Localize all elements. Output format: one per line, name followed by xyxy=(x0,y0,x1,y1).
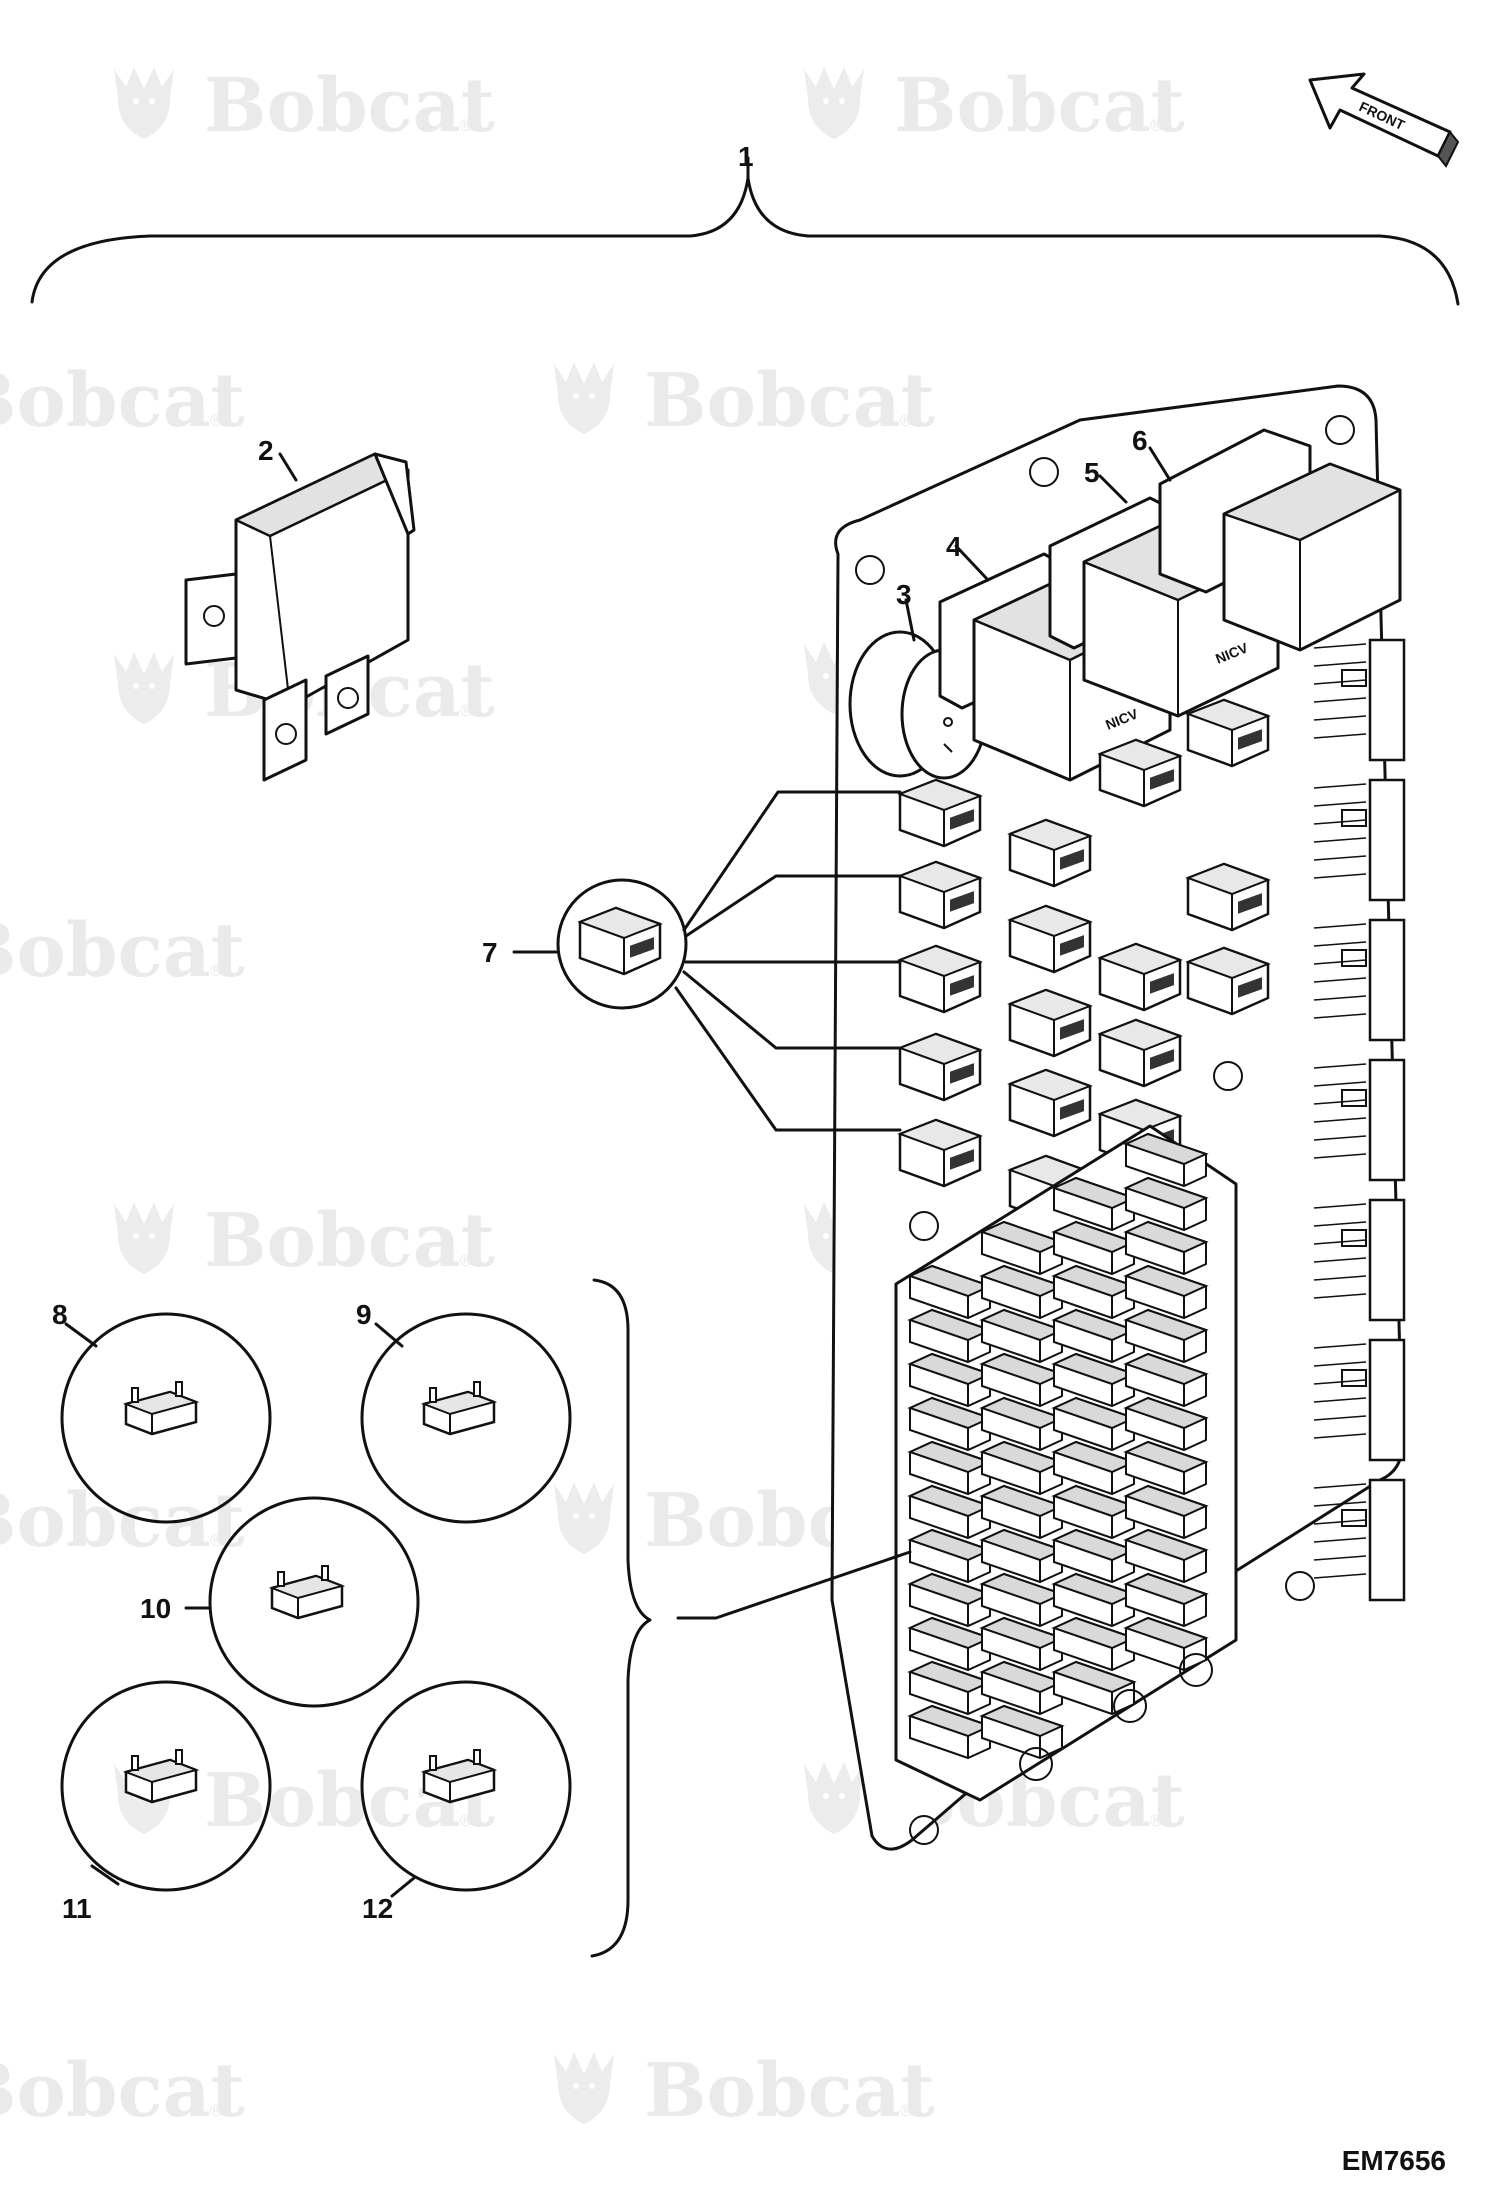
detail-7-mini-relay xyxy=(512,790,902,1132)
watermark-text: Bobcat xyxy=(0,1478,245,1564)
watermark-registered: ® xyxy=(208,1531,224,1550)
watermark-registered: ® xyxy=(458,1811,474,1830)
callout-4: 4 xyxy=(946,531,962,562)
front-arrow-icon: FRONT xyxy=(1308,72,1460,168)
watermark-registered: ® xyxy=(458,116,474,135)
connector-tab xyxy=(1341,809,1367,827)
watermark-bobcat: Bobcat® xyxy=(114,63,495,149)
callout-10: 10 xyxy=(140,1593,171,1624)
detail-9-fuse xyxy=(360,1312,572,1524)
watermark-registered: ® xyxy=(208,411,224,430)
leader-4 xyxy=(954,544,990,582)
detail-10-fuse xyxy=(184,1496,420,1708)
part-6-relay xyxy=(1158,428,1402,652)
watermark-registered: ® xyxy=(208,2101,224,2120)
connector-tab xyxy=(1341,1509,1367,1527)
callout-8: 8 xyxy=(52,1299,68,1330)
watermark-bobcat: Bobcat® xyxy=(0,1478,245,1564)
watermark-bobcat: Bobcat® xyxy=(114,1198,495,1284)
detail-12-fuse xyxy=(360,1680,572,1898)
leader-5 xyxy=(1098,474,1128,504)
watermark-text: Bobcat xyxy=(894,63,1185,149)
connector-block xyxy=(1368,918,1406,1042)
callout-12: 12 xyxy=(362,1893,393,1924)
connector-block xyxy=(1368,1058,1406,1182)
watermark-bobcat: Bobcat® xyxy=(804,63,1185,149)
bracket-item-1 xyxy=(30,176,1460,306)
connector-tab xyxy=(1341,669,1367,687)
watermark-bobcat: Bobcat® xyxy=(554,2048,935,2134)
watermark-registered: ® xyxy=(458,701,474,720)
watermark-bobcat: Bobcat® xyxy=(0,358,245,444)
figure-id: EM7656 xyxy=(1342,2145,1446,2176)
connector-block xyxy=(1368,638,1406,762)
callout-1: 1 xyxy=(738,141,754,172)
leader-2 xyxy=(278,452,298,482)
callout-3: 3 xyxy=(896,579,912,610)
watermark-registered: ® xyxy=(208,961,224,980)
connector-tab xyxy=(1341,1369,1367,1387)
watermark-registered: ® xyxy=(1148,1811,1164,1830)
detail-11-fuse xyxy=(60,1680,272,1892)
watermark-text: Bobcat xyxy=(0,908,245,994)
callout-5: 5 xyxy=(1084,457,1100,488)
watermark-bobcat: Bobcat® xyxy=(0,2048,245,2134)
watermark-registered: ® xyxy=(898,411,914,430)
connector-block xyxy=(1368,1198,1406,1322)
connector-tab xyxy=(1341,949,1367,967)
connector-tab xyxy=(1341,1089,1367,1107)
watermark-text: Bobcat xyxy=(204,1198,495,1284)
leader-fuse-block xyxy=(676,1550,912,1620)
watermark-bobcat: Bobcat® xyxy=(554,358,935,444)
watermark-text: Bobcat xyxy=(0,358,245,444)
watermark-text: Bobcat xyxy=(644,2048,935,2134)
callout-7: 7 xyxy=(482,937,498,968)
watermark-bobcat: Bobcat® xyxy=(0,908,245,994)
part-2-relay xyxy=(184,452,416,782)
watermark-text: Bobcat xyxy=(644,358,935,444)
bracket-fuses xyxy=(590,1278,652,1958)
connector-tab xyxy=(1341,1229,1367,1247)
connector-block xyxy=(1368,778,1406,902)
watermark-registered: ® xyxy=(898,2101,914,2120)
callout-9: 9 xyxy=(356,1299,372,1330)
watermark-registered: ® xyxy=(1148,116,1164,135)
leader-3 xyxy=(904,598,916,642)
callout-6: 6 xyxy=(1132,425,1148,456)
watermark-text: Bobcat xyxy=(204,63,495,149)
callout-11: 11 xyxy=(62,1893,92,1924)
callout-2: 2 xyxy=(258,435,274,466)
leader-6 xyxy=(1148,446,1172,482)
watermark-registered: ® xyxy=(458,1251,474,1270)
part-board: NICV NICV xyxy=(830,384,1406,1851)
detail-8-fuse xyxy=(60,1312,272,1524)
watermark-text: Bobcat xyxy=(0,2048,245,2134)
connector-block xyxy=(1368,1478,1406,1602)
connector-block xyxy=(1368,1338,1406,1462)
